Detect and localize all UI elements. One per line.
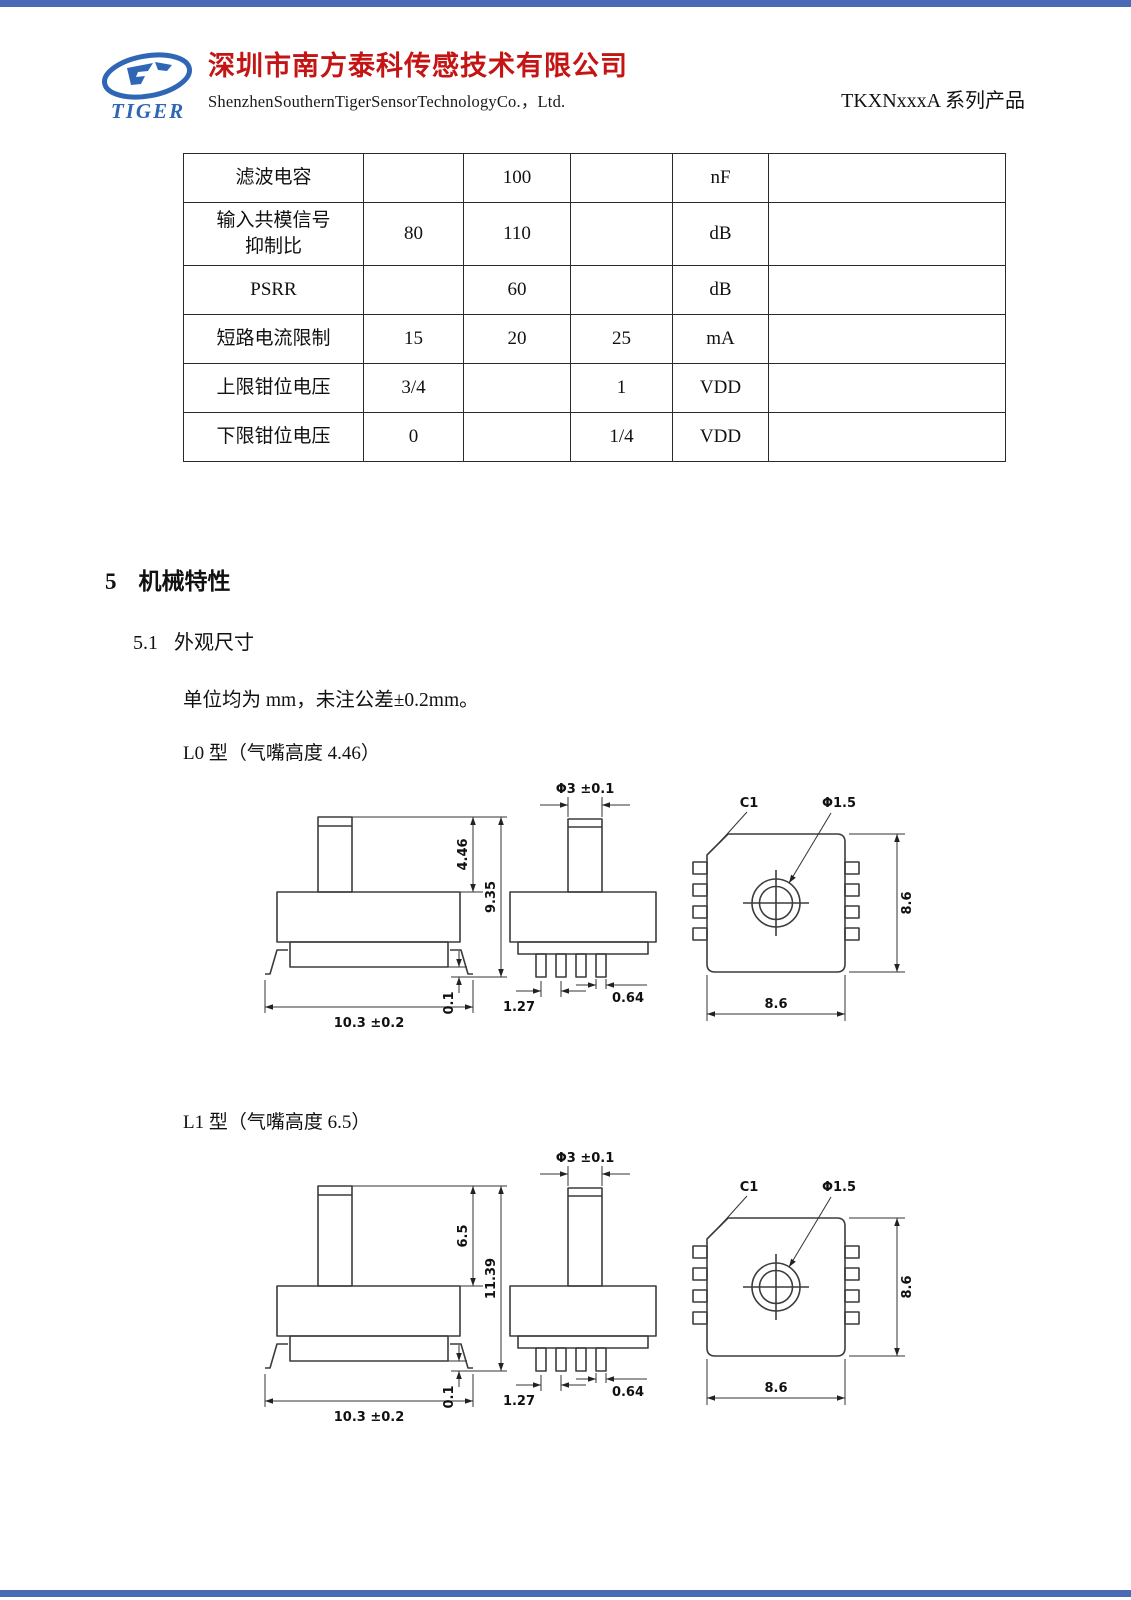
tiger-logo-icon: TIGER xyxy=(102,52,192,123)
company-name-cn: 深圳市南方泰科传感技术有限公司 xyxy=(208,51,628,81)
spec-cell-unit: mA xyxy=(672,314,769,364)
bottom-accent-bar xyxy=(0,1590,1131,1597)
front-view xyxy=(509,1187,657,1372)
drawing-l1: 6.5 11.39 0.1 10.3 ±0.2 Φ3 ±0.1 1.27 0.6… xyxy=(255,1146,1131,1446)
spec-cell-unit: dB xyxy=(672,265,769,315)
dim-port_dia: Φ3 ±0.1 xyxy=(556,1151,615,1166)
dim-port_h: 6.5 xyxy=(456,1224,471,1247)
logo-wordmark: TIGER xyxy=(111,99,185,123)
spec-cell-name: PSRR xyxy=(183,265,364,315)
spec-row: 滤波电容 100 nF xyxy=(183,153,1006,203)
dim-pin_w: 0.64 xyxy=(612,991,644,1006)
top-accent-bar xyxy=(0,0,1131,7)
subsection-heading: 5.1 外观尺寸 xyxy=(133,626,1131,655)
dim-pitch: 1.27 xyxy=(503,1000,535,1015)
dim-port_dia: Φ3 ±0.1 xyxy=(556,782,615,797)
spec-cell-name: 输入共模信号 抑制比 xyxy=(183,202,364,266)
dim-body_w: 8.6 xyxy=(764,1381,787,1396)
dim-standoff: 0.1 xyxy=(442,991,457,1014)
spec-cell-typ xyxy=(463,412,571,462)
spec-cell-typ xyxy=(463,363,571,413)
dim-hole_dia: Φ1.5 xyxy=(822,1180,856,1195)
drawing-l1-svg: 6.5 11.39 0.1 10.3 ±0.2 Φ3 ±0.1 1.27 0.6… xyxy=(264,1151,915,1425)
l1-type-label: L1 型（气嘴高度 6.5） xyxy=(183,1112,371,1133)
spec-cell-min: 15 xyxy=(363,314,464,364)
spec-cell-typ: 110 xyxy=(463,202,571,266)
l0-type-label: L0 型（气嘴高度 4.46） xyxy=(183,743,380,764)
dim-width: 10.3 ±0.2 xyxy=(334,1410,405,1425)
spec-cell-unit: nF xyxy=(672,153,769,203)
drawing-l0-svg: 4.46 9.35 0.1 10.3 ±0.2 Φ3 ±0.1 1.27 0.6… xyxy=(264,782,915,1031)
spec-cell-max xyxy=(570,202,673,266)
dim-body_h: 8.6 xyxy=(900,1275,915,1298)
spec-row: PSRR 60 dB xyxy=(183,265,1006,315)
spec-cell-max xyxy=(570,153,673,203)
unit-tolerance-note: 单位均为 mm，未注公差±0.2mm。 xyxy=(183,690,479,711)
spec-cell-note xyxy=(768,412,1006,462)
dim-total_h: 9.35 xyxy=(484,881,499,913)
spec-cell-min: 80 xyxy=(363,202,464,266)
subsection-title: 外观尺寸 xyxy=(174,632,254,654)
spec-cell-name: 下限钳位电压 xyxy=(183,412,364,462)
dim-c1: C1 xyxy=(740,1180,759,1195)
side-view xyxy=(265,816,473,975)
spec-cell-typ: 20 xyxy=(463,314,571,364)
spec-cell-max: 25 xyxy=(570,314,673,364)
dim-port_h: 4.46 xyxy=(456,838,471,870)
dim-total_h: 11.39 xyxy=(484,1258,499,1299)
dim-body_h: 8.6 xyxy=(900,891,915,914)
side-view xyxy=(265,1185,473,1369)
dim-pitch: 1.27 xyxy=(503,1394,535,1409)
spec-cell-max: 1 xyxy=(570,363,673,413)
product-series-label: TKXNxxxA 系列产品 xyxy=(841,90,1025,112)
spec-cell-min: 3/4 xyxy=(363,363,464,413)
dim-pin_w: 0.64 xyxy=(612,1385,644,1400)
spec-cell-name: 短路电流限制 xyxy=(183,314,364,364)
spec-cell-max xyxy=(570,265,673,315)
spec-cell-unit: VDD xyxy=(672,363,769,413)
dim-body_w: 8.6 xyxy=(764,997,787,1012)
spec-cell-min xyxy=(363,265,464,315)
spec-cell-name: 上限钳位电压 xyxy=(183,363,364,413)
company-names: 深圳市南方泰科传感技术有限公司 ShenzhenSouthernTigerSen… xyxy=(208,50,628,112)
spec-cell-unit: VDD xyxy=(672,412,769,462)
spec-cell-min: 0 xyxy=(363,412,464,462)
dim-hole_dia: Φ1.5 xyxy=(822,796,856,811)
spec-cell-max: 1/4 xyxy=(570,412,673,462)
drawing-l0: 4.46 9.35 0.1 10.3 ±0.2 Φ3 ±0.1 1.27 0.6… xyxy=(255,777,1131,1052)
spec-cell-min xyxy=(363,153,464,203)
top-view xyxy=(692,1217,860,1357)
company-logo: TIGER xyxy=(100,50,196,131)
spec-cell-note xyxy=(768,363,1006,413)
section-title: 机械特性 xyxy=(138,569,231,594)
spec-cell-note xyxy=(768,265,1006,315)
spec-cell-name: 滤波电容 xyxy=(183,153,364,203)
section-heading: 5 机械特性 xyxy=(105,562,1131,596)
top-view xyxy=(692,833,860,973)
dim-width: 10.3 ±0.2 xyxy=(334,1016,405,1031)
dim-c1: C1 xyxy=(740,796,759,811)
spec-cell-note xyxy=(768,153,1006,203)
section-number: 5 xyxy=(105,569,117,594)
subsection-number: 5.1 xyxy=(133,632,158,654)
spec-cell-typ: 60 xyxy=(463,265,571,315)
page-header: TIGER 深圳市南方泰科传感技术有限公司 ShenzhenSouthernTi… xyxy=(100,50,1025,131)
front-view xyxy=(509,818,657,978)
spec-cell-typ: 100 xyxy=(463,153,571,203)
spec-cell-note xyxy=(768,202,1006,266)
company-name-en: ShenzhenSouthernTigerSensorTechnologyCo.… xyxy=(208,92,566,112)
dim-standoff: 0.1 xyxy=(442,1385,457,1408)
spec-cell-note xyxy=(768,314,1006,364)
spec-cell-unit: dB xyxy=(672,202,769,266)
